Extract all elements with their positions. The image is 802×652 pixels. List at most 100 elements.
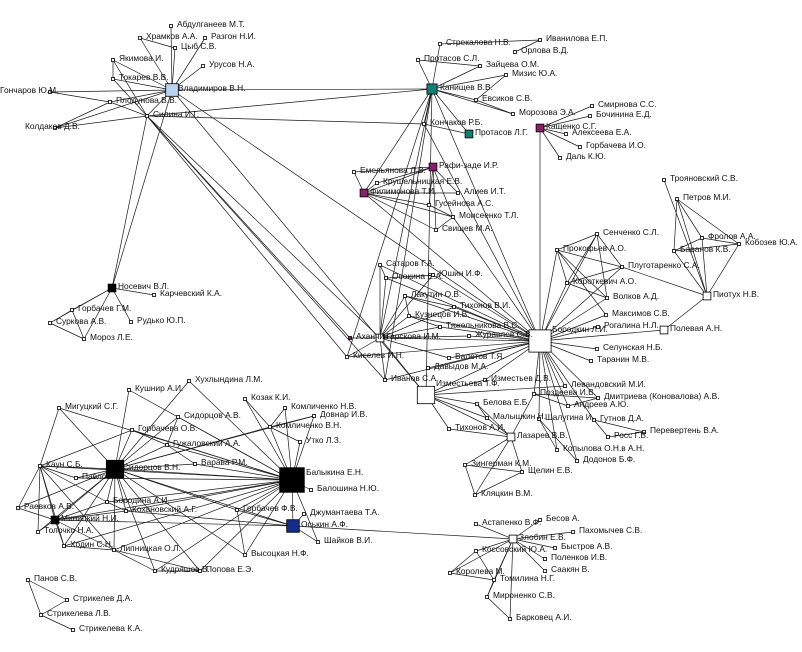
node-dal[interactable]	[558, 156, 562, 160]
node-baloshina[interactable]	[309, 488, 313, 492]
node-nosevich[interactable]	[107, 283, 117, 293]
node-shaykov[interactable]	[316, 540, 320, 544]
node-kanishchev[interactable]	[426, 83, 438, 95]
node-kobozev[interactable]	[737, 242, 741, 246]
node-orlova[interactable]	[513, 50, 517, 54]
node-komlichenko_nv[interactable]	[283, 406, 287, 410]
node-tomilina[interactable]	[492, 578, 496, 582]
node-gorbacheva_io[interactable]	[578, 145, 582, 149]
node-pyatukh[interactable]	[702, 291, 712, 301]
node-izmestyev[interactable]	[483, 378, 487, 382]
node-koroleva[interactable]	[448, 571, 452, 575]
node-razgon[interactable]	[203, 36, 207, 40]
node-moiseenko[interactable]	[451, 215, 455, 219]
node-strikeleva_lv[interactable]	[39, 613, 43, 617]
node-rafi[interactable]	[428, 162, 438, 172]
node-kokhanovsky[interactable]	[124, 509, 128, 513]
node-maksimov[interactable]	[604, 313, 608, 317]
node-oskin[interactable]	[286, 519, 300, 533]
node-abdulganeev[interactable]	[169, 24, 173, 28]
node-smirnova[interactable]	[590, 104, 594, 108]
node-lakutin[interactable]	[403, 294, 407, 298]
node-petrov[interactable]	[675, 197, 679, 201]
node-dovnar[interactable]	[312, 414, 316, 418]
node-rafkov[interactable]	[16, 506, 20, 510]
node-garskova[interactable]	[375, 333, 385, 343]
node-kossovsky[interactable]	[474, 549, 478, 553]
node-panov[interactable]	[26, 578, 30, 582]
node-khramkov[interactable]	[138, 36, 142, 40]
node-tyazhelnikova[interactable]	[438, 325, 442, 329]
node-bochinina[interactable]	[588, 114, 592, 118]
node-pozdeeva[interactable]	[532, 392, 536, 396]
node-moroz[interactable]	[82, 337, 86, 341]
node-koldakov[interactable]	[53, 126, 57, 130]
node-yushin[interactable]	[431, 273, 435, 277]
node-malyshkin[interactable]	[485, 416, 489, 420]
node-silina[interactable]	[145, 114, 149, 118]
node-ross[interactable]	[606, 435, 610, 439]
node-rogalina[interactable]	[596, 325, 600, 329]
node-khodin[interactable]	[62, 544, 66, 548]
node-bystrov[interactable]	[553, 546, 557, 550]
node-ivanov[interactable]	[383, 378, 387, 382]
node-andreev[interactable]	[566, 404, 570, 408]
node-borodkin[interactable]	[528, 329, 552, 353]
node-ivanilova[interactable]	[538, 38, 542, 42]
node-guttsov[interactable]	[592, 418, 596, 422]
node-kushnir[interactable]	[127, 388, 131, 392]
node-mizis[interactable]	[504, 73, 508, 77]
node-zhuravlev[interactable]	[467, 334, 471, 338]
node-belova[interactable]	[475, 402, 479, 406]
node-kiselev[interactable]	[345, 355, 349, 359]
node-dzhumantaeva[interactable]	[302, 512, 306, 516]
node-migutsky[interactable]	[57, 406, 61, 410]
node-varava[interactable]	[193, 462, 197, 466]
node-komlichenko_vn[interactable]	[268, 425, 272, 429]
node-kaun[interactable]	[38, 464, 42, 468]
node-zingerman[interactable]	[463, 463, 467, 467]
node-tsyb[interactable]	[173, 46, 177, 50]
node-evsikov[interactable]	[474, 98, 478, 102]
node-zaitseva[interactable]	[478, 64, 482, 68]
node-gorbachev_gm[interactable]	[70, 308, 74, 312]
node-aliev[interactable]	[456, 191, 460, 195]
node-saakyan[interactable]	[543, 569, 547, 573]
node-karchevsky[interactable]	[152, 293, 156, 297]
node-perevertin[interactable]	[642, 430, 646, 434]
node-protasov_sl[interactable]	[416, 58, 420, 62]
node-tikhonov_vi[interactable]	[452, 305, 456, 309]
node-kudryashov[interactable]	[153, 569, 157, 573]
node-barkovets[interactable]	[508, 617, 512, 621]
node-izmestyeva[interactable]	[416, 385, 436, 405]
node-balykina[interactable]	[279, 467, 305, 493]
node-shchelin[interactable]	[520, 470, 524, 474]
node-krushelnitskaya[interactable]	[375, 181, 379, 185]
node-lazarev[interactable]	[506, 432, 516, 442]
node-khukhlyndina[interactable]	[187, 379, 191, 383]
node-svishchev[interactable]	[434, 228, 438, 232]
node-plugotarenko[interactable]	[620, 265, 624, 269]
node-strikelev[interactable]	[65, 598, 69, 602]
node-besov[interactable]	[538, 518, 542, 522]
node-dmitrieva[interactable]	[596, 396, 600, 400]
node-vladimirov[interactable]	[165, 83, 179, 97]
node-lipnitskaya[interactable]	[112, 548, 116, 552]
node-protasov_lg[interactable]	[464, 129, 474, 139]
node-goncharov[interactable]	[48, 90, 52, 94]
node-pavlova[interactable]	[74, 476, 78, 480]
node-troyanovsky[interactable]	[662, 178, 666, 182]
node-akhan[interactable]	[348, 336, 352, 340]
node-filimonova[interactable]	[359, 188, 369, 198]
node-sidortsov[interactable]	[176, 415, 180, 419]
node-senchenko[interactable]	[595, 232, 599, 236]
node-shalugina[interactable]	[537, 417, 541, 421]
node-zlobin[interactable]	[508, 534, 518, 544]
node-davydov[interactable]	[426, 366, 430, 370]
node-morozova[interactable]	[511, 112, 515, 116]
node-baranov[interactable]	[672, 249, 676, 253]
node-polenkov[interactable]	[543, 557, 547, 561]
node-emelyanova[interactable]	[352, 170, 356, 174]
node-sidortsov_vn[interactable]	[105, 459, 125, 479]
node-konchakov[interactable]	[422, 122, 426, 126]
